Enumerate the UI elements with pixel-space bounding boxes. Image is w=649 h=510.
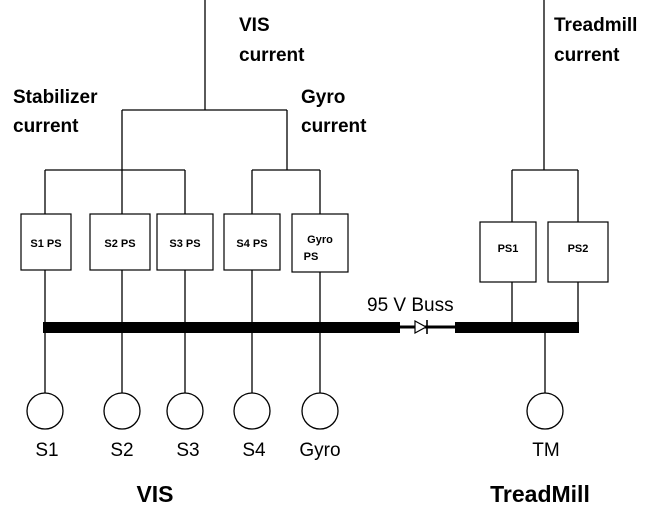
ps2-box: PS2 bbox=[547, 221, 609, 283]
s3-motor-icon bbox=[166, 392, 204, 430]
s1-motor-icon bbox=[26, 392, 64, 430]
current-labels: VIS current Treadmill current Stabilizer… bbox=[13, 15, 637, 316]
s3-ps-box: S3 PS bbox=[156, 213, 214, 271]
s4-motor-label: S4 bbox=[242, 440, 266, 461]
vis-current-label-line2: current bbox=[239, 45, 305, 66]
s4-ps-box: S4 PS bbox=[223, 213, 281, 271]
treadmill-bus-bar bbox=[455, 322, 579, 333]
group-titles: VIS TreadMill bbox=[136, 481, 589, 507]
tm-motor-label: TM bbox=[532, 440, 559, 461]
stabilizer-current-label-line2: current bbox=[13, 116, 79, 137]
ps2-label: PS2 bbox=[568, 243, 589, 255]
s2-ps-box: S2 PS bbox=[89, 213, 151, 271]
gyro-ps-box: Gyro PS bbox=[291, 213, 349, 273]
ps1-label: PS1 bbox=[498, 243, 519, 255]
s1-ps-box: S1 PS bbox=[20, 213, 72, 271]
vis-feed-tree bbox=[44, 0, 321, 214]
diode-icon bbox=[414, 319, 428, 335]
treadmill-title: TreadMill bbox=[490, 481, 590, 507]
gyro-motor-icon bbox=[301, 392, 339, 430]
vis-current-label-line1: VIS bbox=[239, 15, 270, 36]
bus-label: 95 V Buss bbox=[367, 295, 454, 316]
s3-ps-label: S3 PS bbox=[169, 238, 200, 250]
ps-to-bus-lines bbox=[44, 270, 579, 322]
gyro-ps-label-line1: Gyro bbox=[307, 234, 333, 246]
gyro-motor-label: Gyro bbox=[299, 440, 340, 461]
treadmill-current-label-line2: current bbox=[554, 45, 620, 66]
bus-95v bbox=[43, 319, 579, 335]
s3-motor-label: S3 bbox=[176, 440, 199, 461]
stabilizer-current-label-line1: Stabilizer bbox=[13, 87, 98, 108]
treadmill-feed-tree bbox=[511, 0, 579, 222]
tm-motor-icon bbox=[526, 392, 564, 430]
vis-title: VIS bbox=[136, 481, 173, 507]
s2-motor-label: S2 bbox=[110, 440, 133, 461]
s1-ps-label: S1 PS bbox=[30, 238, 61, 250]
gyro-current-label-line2: current bbox=[301, 116, 367, 137]
power-supply-boxes: S1 PS S2 PS S3 PS S4 PS Gyro PS PS1 PS2 bbox=[20, 213, 609, 283]
s4-ps-label: S4 PS bbox=[236, 238, 267, 250]
vis-bus-bar bbox=[43, 322, 400, 333]
bus-to-motor-lines bbox=[44, 333, 546, 393]
motors: S1 S2 S3 S4 Gyro TM bbox=[26, 392, 564, 461]
ps1-box: PS1 bbox=[479, 221, 537, 283]
s2-motor-icon bbox=[103, 392, 141, 430]
s4-motor-icon bbox=[233, 392, 271, 430]
gyro-current-label-line1: Gyro bbox=[301, 87, 345, 108]
s1-motor-label: S1 bbox=[35, 440, 58, 461]
treadmill-current-label-line1: Treadmill bbox=[554, 15, 637, 36]
gyro-ps-label-line2: PS bbox=[304, 251, 319, 263]
s2-ps-label: S2 PS bbox=[104, 238, 135, 250]
